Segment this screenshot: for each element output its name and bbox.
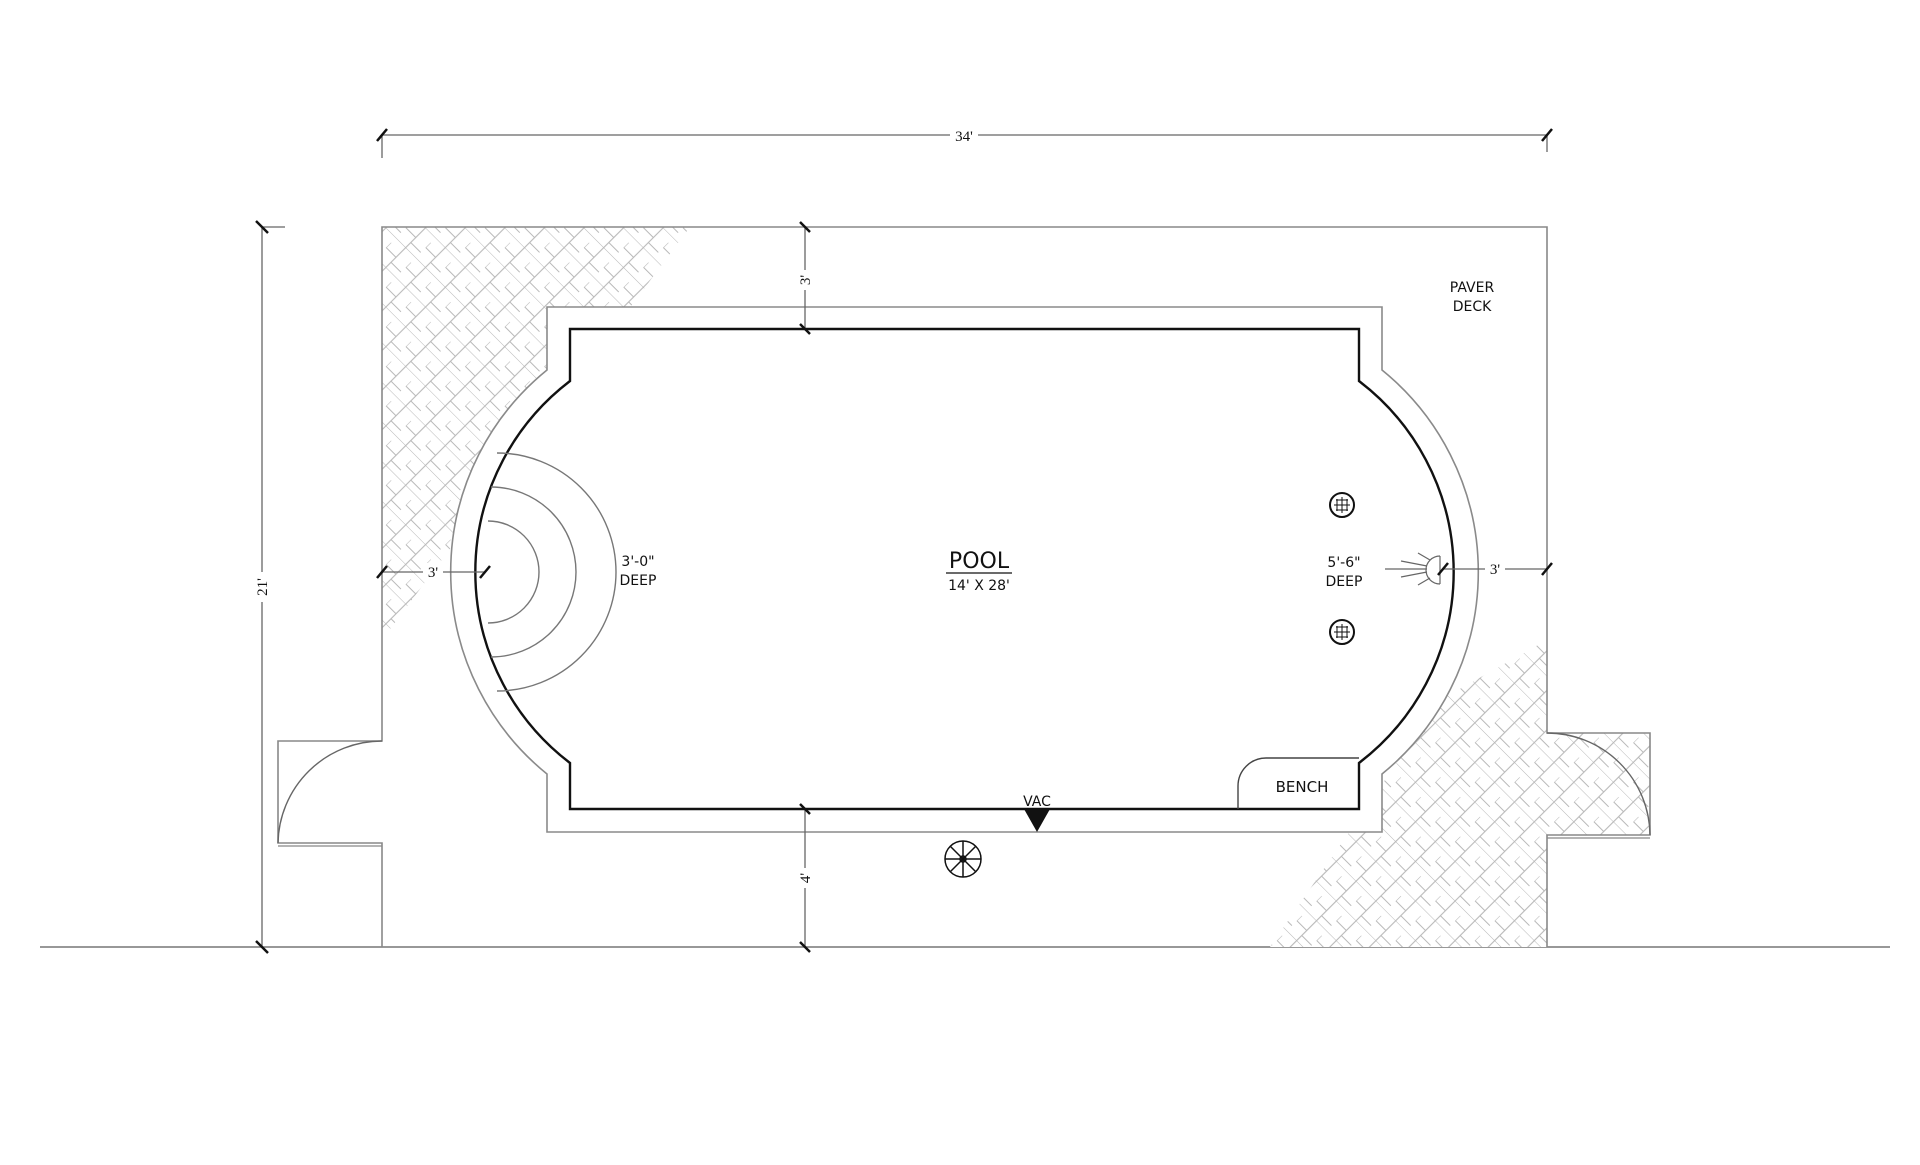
bottom-deck-label: 4' [798, 873, 814, 884]
step-arc-icon [487, 452, 617, 692]
dimension-overall-width [376, 126, 1553, 158]
skimmer-wheel-icon [944, 840, 982, 878]
right-deck-label: 3' [1490, 562, 1501, 578]
dimension-left-deck [376, 563, 491, 581]
left-deck-label: 3' [428, 565, 439, 581]
bench-label: BENCH [1276, 778, 1329, 796]
shallow-deep-label: DEEP [620, 573, 657, 589]
overall-width-label: 34' [955, 129, 973, 145]
paver-label: PAVER [1450, 280, 1495, 296]
gate-swing-icon [1546, 732, 1651, 836]
main-drain-icon [1329, 619, 1355, 645]
vacuum-port-icon [1024, 809, 1050, 832]
bench [1237, 757, 1359, 809]
gate-swing-icon [277, 740, 383, 844]
overall-depth-label: 21' [255, 578, 271, 596]
pool-label: POOL [949, 549, 1010, 574]
pool-outline [474, 327, 1455, 811]
main-drain-icon [1329, 492, 1355, 518]
dimension-top-deck [797, 221, 813, 335]
shallow-depth-label: 3'-0" [621, 554, 654, 570]
pool-size-label: 14' X 28' [948, 578, 1010, 594]
deck-label: DECK [1453, 299, 1492, 315]
deep-end-depth-label: 5'-6" [1327, 555, 1360, 571]
pool-light-icon [1385, 552, 1441, 586]
dimension-right-deck [1437, 560, 1553, 578]
deck-outline [277, 226, 1651, 947]
top-deck-label: 3' [798, 275, 814, 286]
dimension-overall-depth [253, 220, 285, 954]
deep-end-deep-label: DEEP [1326, 574, 1363, 590]
vac-label: VAC [1023, 794, 1051, 810]
dimension-bottom-deck [797, 803, 813, 953]
